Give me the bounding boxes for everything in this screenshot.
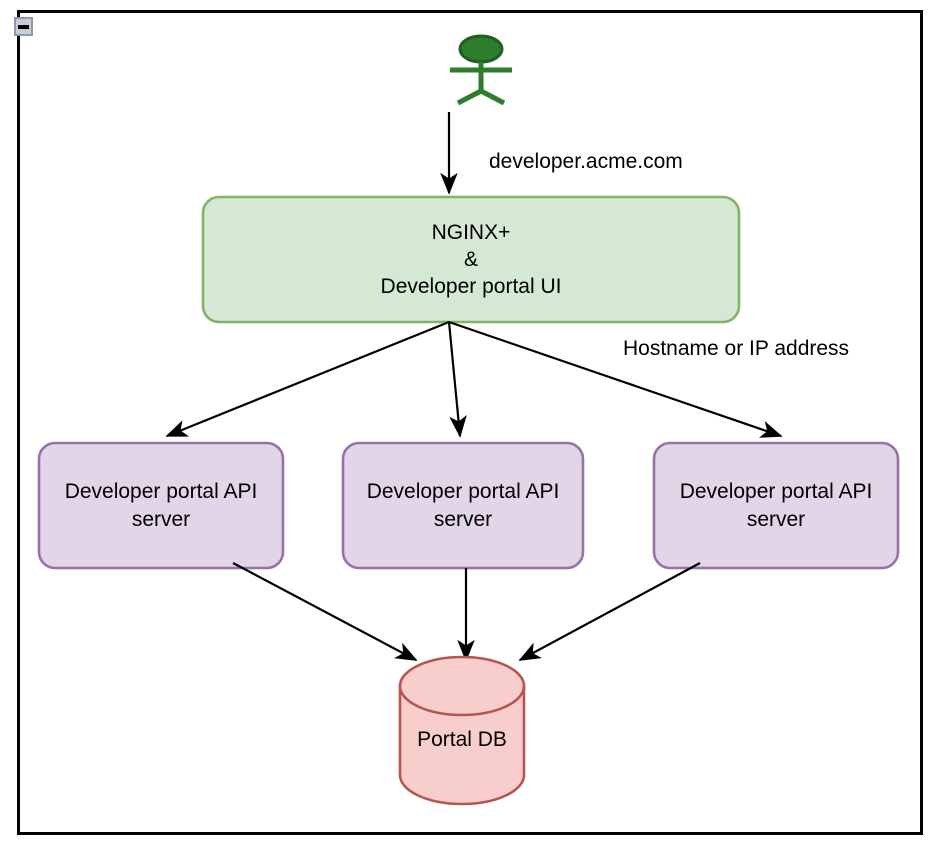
edge-nginx-to-api-3 xyxy=(448,320,783,438)
portal-db-node[interactable] xyxy=(398,655,526,806)
nginx-portal-ui-node[interactable] xyxy=(201,195,741,324)
developer-portal-api-server-node-1[interactable] xyxy=(37,441,285,570)
developer-portal-api-server-node-2[interactable] xyxy=(341,441,585,570)
developer-portal-api-server-node-3[interactable] xyxy=(652,441,900,570)
edge-api-3-to-db xyxy=(518,562,701,661)
edge-nginx-to-api-2 xyxy=(447,321,467,438)
collapse-icon[interactable] xyxy=(14,17,33,36)
edge-label-hostname: Hostname or IP address xyxy=(623,337,850,360)
edge-api-1-to-db xyxy=(232,562,418,661)
user-actor-icon xyxy=(450,34,512,106)
minus-icon xyxy=(18,25,29,29)
edge-nginx-to-api-1 xyxy=(165,320,450,438)
edge-label-domain: developer.acme.com xyxy=(489,150,683,173)
